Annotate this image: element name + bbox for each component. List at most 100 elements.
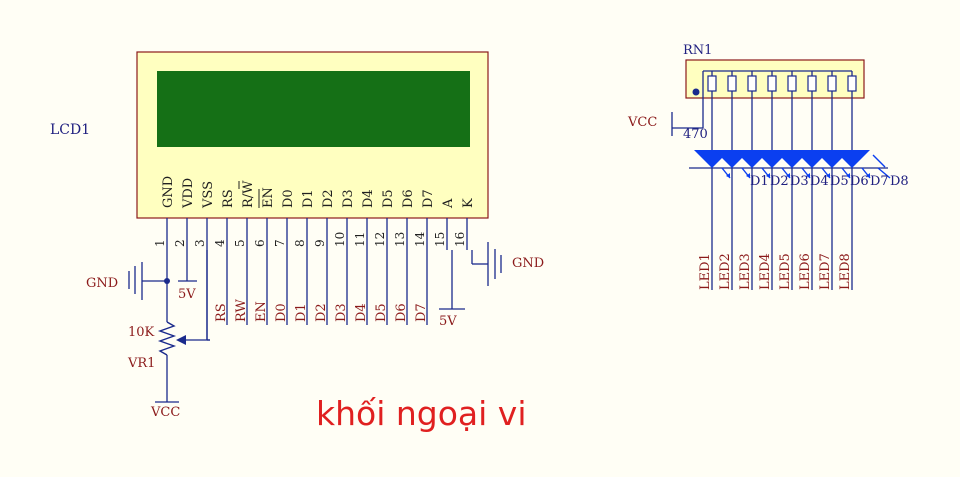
lcd-module: LCD1 (50, 51, 489, 219)
led-d1-emission-head (726, 173, 730, 178)
lcd-pin-15-name: A (441, 198, 456, 209)
led-d8-emission-3 (877, 167, 891, 179)
led-designator-d7: D7 (870, 174, 889, 189)
gnd-right-label: GND (512, 256, 544, 271)
lcd-net-label-d1: D1 (294, 303, 309, 322)
rn-resistor-element (727, 75, 737, 92)
rn-resistor-element (847, 75, 857, 92)
lcd-net-label-d6: D6 (394, 303, 409, 322)
lcd-pin-3-number: 3 (193, 239, 207, 247)
lcd-pin-10-number: 10 (333, 232, 347, 247)
led-elements (694, 150, 891, 179)
lcd-pin-9-number: 9 (313, 239, 327, 247)
lcd-pin-1-number: 1 (153, 239, 167, 247)
led-designator-d8: D8 (890, 174, 909, 189)
potentiometer-wiper-arrow (176, 335, 186, 345)
led-net-label-led8: LED8 (838, 253, 853, 290)
vcc-pot-label: VCC (150, 405, 180, 420)
lcd-net-label-en: EN (254, 301, 269, 322)
led-net-label-led1: LED1 (698, 253, 713, 290)
lcd-designator: LCD1 (50, 122, 90, 138)
lcd-pin-6-number: 6 (253, 239, 267, 247)
lcd-pin-15-number: 15 (433, 232, 447, 247)
caption-title: khối ngoại vi (316, 394, 527, 433)
rn-designator: RN1 (683, 43, 712, 58)
led-d2-emission-head (746, 173, 750, 178)
lcd-net-label-d5: D5 (374, 303, 389, 322)
lcd-pins: GND1VDD2VSS3RS4R/W5EN6D07D18D29D310D411D… (153, 176, 476, 341)
lcd-pin-12-number: 12 (373, 232, 387, 247)
vdd-5v-symbol: 5V (178, 280, 197, 302)
led-designator-d2: D2 (770, 174, 789, 189)
rn-resistor-element (787, 75, 797, 92)
rn-resistor-element (807, 75, 817, 92)
lcd-pin-8-name: D1 (301, 189, 316, 208)
led-d5-emission-head (806, 173, 810, 178)
led-d3-emission-head (766, 173, 770, 178)
lcd-pin-11-number: 11 (353, 232, 367, 247)
led-designator-d6: D6 (850, 174, 869, 189)
lcd-pin-14-name: D7 (421, 189, 436, 208)
led-d6-emission-head (826, 173, 830, 178)
resistor-network-pin1-dot (692, 88, 700, 96)
lcd-net-label-d0: D0 (274, 303, 289, 322)
led-net-label-led4: LED4 (758, 253, 773, 290)
led-net-label-led2: LED2 (718, 253, 733, 290)
lcd-net-label-d2: D2 (314, 303, 329, 322)
led-d4-emission-head (786, 173, 790, 178)
vcc-rn-label: VCC (627, 115, 657, 130)
led-net-label-led3: LED3 (738, 253, 753, 290)
lcd-pin-3-name: VSS (201, 181, 216, 209)
led-designator-d4: D4 (810, 174, 829, 189)
resistor-network-elements (707, 71, 857, 290)
lcd-pin-11-name: D4 (361, 189, 376, 208)
lcd-net-label-rw: RW (234, 298, 249, 322)
vdd-5v-label: 5V (178, 287, 196, 302)
led-designator-d3: D3 (790, 174, 809, 189)
lcd-net-label-d3: D3 (334, 303, 349, 322)
lcd-pin-7-name: D0 (281, 189, 296, 208)
potentiometer-vr1: 10K VR1 VCC (127, 278, 210, 420)
led-d8-emission-2 (872, 154, 886, 168)
lcd-net-label-rs: RS (214, 303, 229, 322)
lcd-pin-10-name: D3 (341, 189, 356, 208)
lcd-net-label-d7: D7 (414, 303, 429, 322)
backlight-5v-label: 5V (439, 314, 457, 329)
pot-designator: VR1 (127, 356, 155, 371)
right-gnd-symbol: GND (471, 242, 544, 286)
lcd-pin-1-name: GND (161, 176, 176, 208)
lcd-pin-6-name: EN (261, 187, 276, 208)
left-gnd-symbol: GND (86, 262, 167, 300)
rn-resistor-element (767, 75, 777, 92)
led-designator-d1: D1 (750, 174, 769, 189)
rn-value: 470 (683, 127, 708, 142)
rn-resistor-element (827, 75, 837, 92)
lcd-pin-9-name: D2 (321, 189, 336, 208)
lcd-pin-13-name: D6 (401, 189, 416, 208)
lcd-screen (157, 71, 470, 147)
lcd-pin-16-number: 16 (453, 232, 467, 247)
lcd-pin-16-name: K (461, 198, 476, 208)
rn-resistor-element (747, 75, 757, 92)
potentiometer-zigzag (157, 321, 177, 356)
gnd-left-label: GND (86, 276, 118, 291)
lcd-pin-2-name: VDD (181, 178, 196, 209)
led-d8-triangle (834, 150, 870, 168)
lcd-pin-13-number: 13 (393, 232, 407, 247)
lcd-pin-5-name: R/W (241, 180, 256, 208)
lcd-pin-5-number: 5 (233, 239, 247, 247)
lcd-pin-4-number: 4 (213, 239, 227, 247)
lcd-pin-12-name: D5 (381, 189, 396, 208)
backlight-5v-symbol: 5V (439, 250, 465, 329)
lcd-pin-8-number: 8 (293, 239, 307, 247)
led-d8-emission-head (866, 173, 870, 178)
lcd-pin-4-name: RS (221, 189, 236, 208)
pot-value: 10K (128, 325, 155, 340)
lcd-net-label-d4: D4 (354, 303, 369, 322)
led-designator-d5: D5 (830, 174, 849, 189)
